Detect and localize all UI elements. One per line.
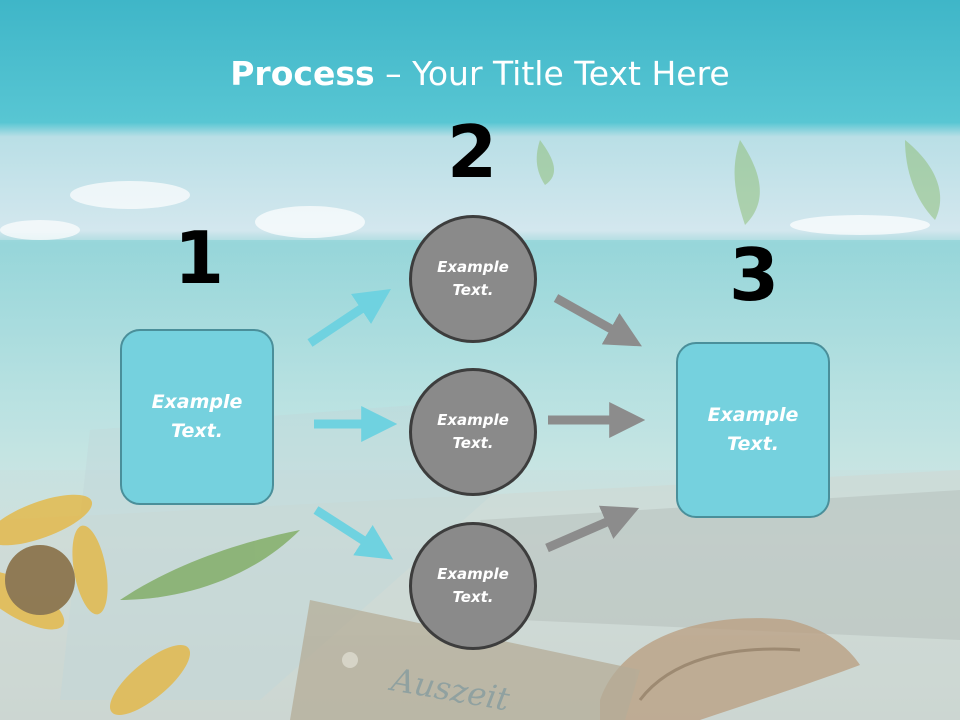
step-number-3: 3	[728, 233, 780, 317]
auszeit-tag: Auszeit	[290, 600, 640, 720]
seashell-shape	[600, 618, 860, 720]
circle-top-text: Example Text.	[437, 258, 509, 299]
step-2-circle-top: Example Text.	[409, 215, 537, 343]
step-2-circle-middle: Example Text.	[409, 368, 537, 496]
step-1-box: Example Text.	[120, 329, 274, 505]
leaf-shapes	[536, 140, 941, 225]
step-2-circle-bottom: Example Text.	[409, 522, 537, 650]
title-emphasis: Process	[230, 54, 375, 93]
cloud-shapes	[0, 181, 930, 240]
sunflower-shape	[0, 494, 300, 715]
step-1-text: Example Text.	[151, 391, 243, 442]
step-number-1: 1	[173, 216, 225, 300]
slide-title: Process – Your Title Text Here	[0, 52, 960, 96]
step-number-2: 2	[446, 110, 498, 194]
circle-middle-text: Example Text.	[437, 411, 509, 452]
title-rest: – Your Title Text Here	[374, 54, 730, 93]
step-3-box: Example Text.	[676, 342, 830, 518]
step-3-text: Example Text.	[707, 404, 799, 455]
circle-bottom-text: Example Text.	[437, 565, 509, 606]
